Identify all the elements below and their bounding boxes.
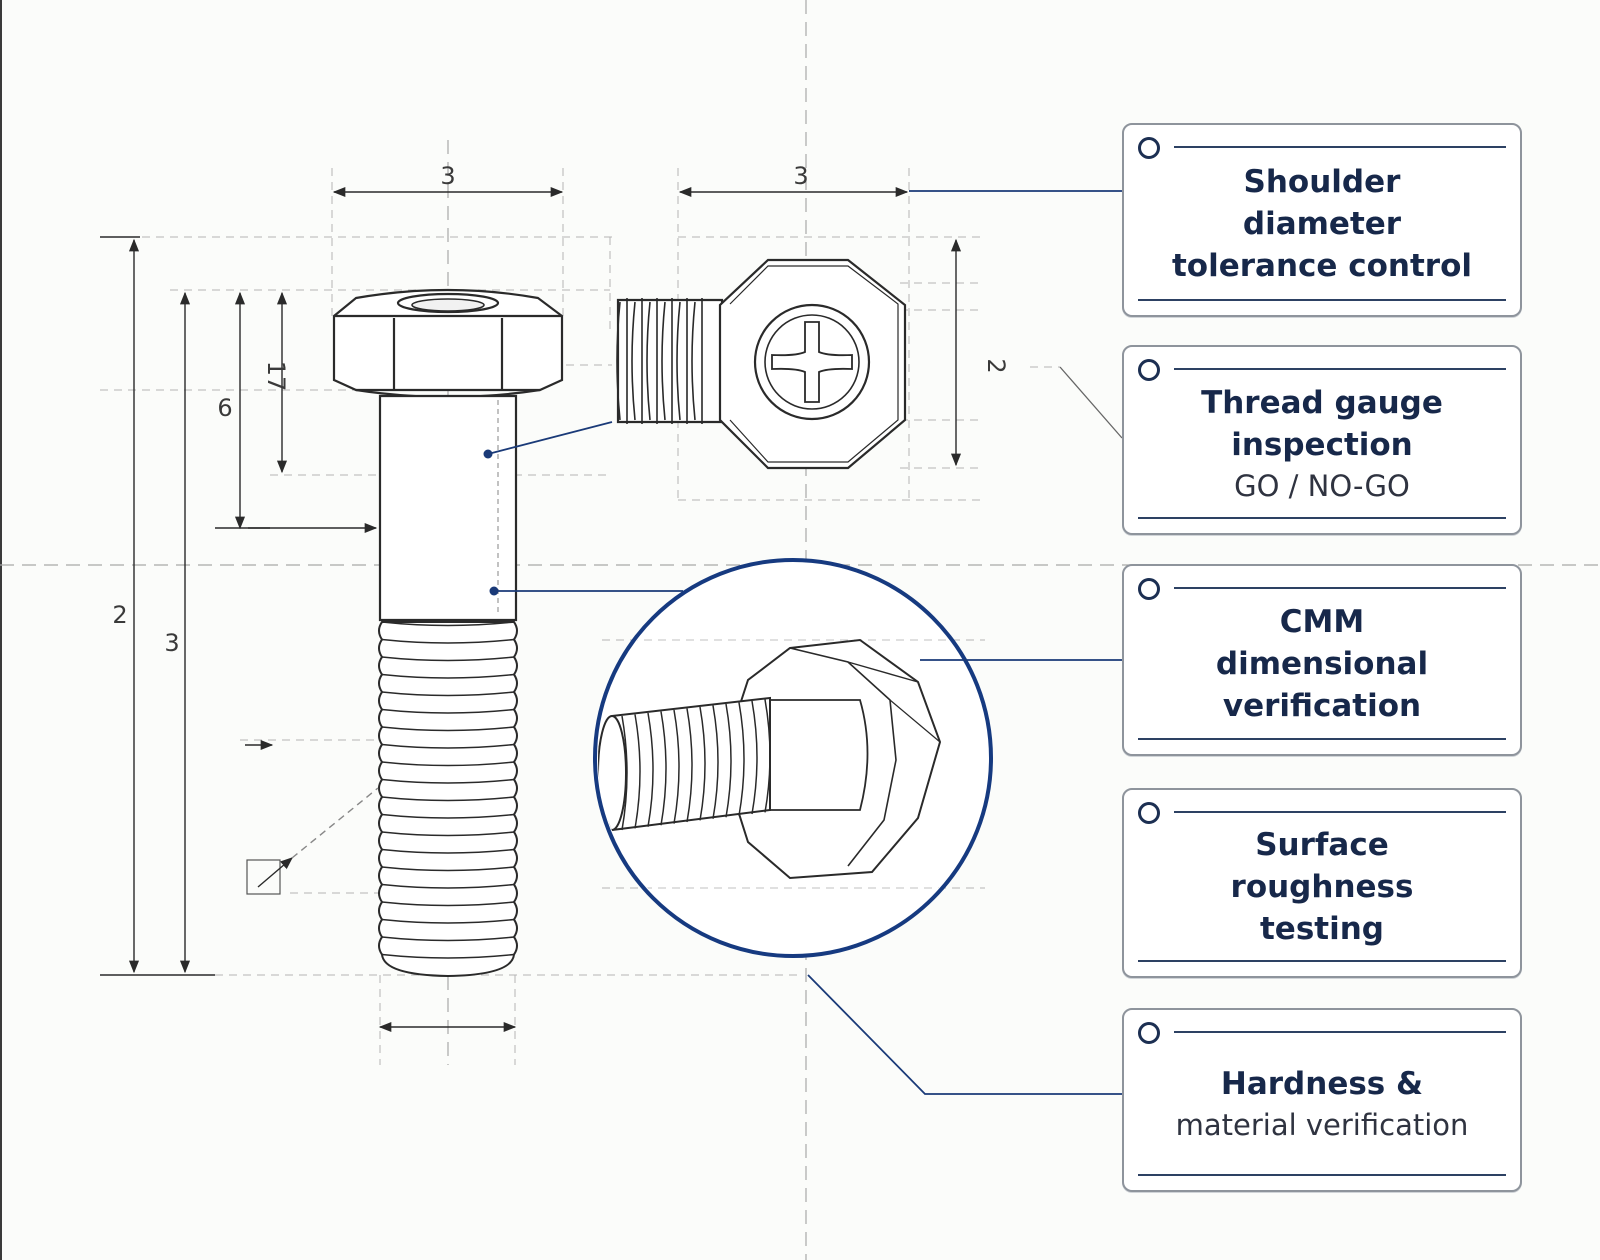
side-thread-ridge <box>691 298 703 424</box>
thread-crest <box>381 726 515 732</box>
detail-thread-ridge <box>660 711 667 826</box>
thread-crest <box>381 708 515 714</box>
leader-dot-thread <box>483 449 493 459</box>
card-bullet-icon <box>1138 359 1160 381</box>
detail-thread-ridge <box>699 706 706 821</box>
side-thread-ridge <box>646 298 658 424</box>
card-subtitle: GO / NO-GO <box>1234 469 1410 503</box>
dim-shank-length: 3 <box>164 629 179 657</box>
detail-thread-ridge <box>738 702 745 816</box>
detail-shank <box>769 699 869 811</box>
card-title: Shoulder diameter tolerance control <box>1171 164 1472 284</box>
thread-crest <box>381 743 515 749</box>
side-thread-ridge <box>661 298 673 424</box>
dim-top-width-side: 3 <box>793 162 808 190</box>
card-surface-roughness: Surface roughness testing <box>1122 788 1522 978</box>
thread-crest <box>381 656 515 662</box>
thread-crest <box>381 866 515 872</box>
thread-crest <box>381 848 515 854</box>
card-title: CMM dimensional verification <box>1215 604 1429 724</box>
card-hardness-material: Hardness & material verification <box>1122 1008 1522 1192</box>
card-bullet-icon <box>1138 578 1160 600</box>
bolt-front-view <box>332 288 564 978</box>
thread-crest <box>381 813 515 819</box>
card-title: Surface roughness testing <box>1230 827 1414 947</box>
detail-magnifier <box>593 558 993 958</box>
dimension-lines <box>100 186 962 1033</box>
side-thread-ridge <box>631 298 643 424</box>
thread-crest <box>381 761 515 767</box>
thread-crest <box>381 673 515 679</box>
thread-crest <box>381 918 515 924</box>
leader-lines <box>487 190 1123 1095</box>
card-shoulder-diameter: Shoulder diameter tolerance control <box>1122 123 1522 317</box>
card-bullet-icon <box>1138 137 1160 159</box>
card-bullet-icon <box>1138 802 1160 824</box>
thread-crest <box>381 621 515 627</box>
thread-crest <box>381 831 515 837</box>
phillips-recess <box>771 321 853 403</box>
detail-thread-ridge <box>764 699 771 813</box>
thread-crest <box>381 901 515 907</box>
dim-top-width-front: 3 <box>440 162 455 190</box>
thread-crest <box>381 638 515 644</box>
dim-overall-length: 2 <box>112 601 127 629</box>
thread-crest <box>381 778 515 784</box>
detail-thread-ridge <box>725 703 732 818</box>
card-title: Thread gauge inspection <box>1201 385 1443 463</box>
detail-thread-ridge <box>647 712 654 827</box>
dim-head-height: 17 <box>262 361 290 392</box>
bolt-shank <box>378 394 518 622</box>
dim-head-to-shoulder: 6 <box>217 394 232 422</box>
card-title: Hardness & <box>1220 1066 1424 1102</box>
card-thread-gauge: Thread gauge inspection GO / NO-GO <box>1122 345 1522 535</box>
detail-thread-ridge <box>634 714 641 829</box>
bolt-side-view <box>616 258 907 470</box>
side-thread-ridge <box>616 298 628 424</box>
thread-crest <box>381 883 515 889</box>
detail-thread-ridge <box>712 705 719 819</box>
detail-thread-ridge <box>751 700 758 815</box>
thread-crest <box>381 796 515 802</box>
leader-dot-cmm <box>489 586 499 596</box>
card-bullet-icon <box>1138 1022 1160 1044</box>
thread-crest <box>381 691 515 697</box>
card-cmm-verification: CMM dimensional verification <box>1122 564 1522 756</box>
thread-crest <box>381 953 515 959</box>
dim-side-height: 2 <box>982 358 1010 373</box>
thread-crest <box>381 936 515 942</box>
side-thread-ridge <box>676 298 688 424</box>
detail-thread-ridge <box>686 708 693 823</box>
detail-thread-ridge <box>673 709 680 824</box>
card-subtitle: material verification <box>1175 1108 1469 1142</box>
